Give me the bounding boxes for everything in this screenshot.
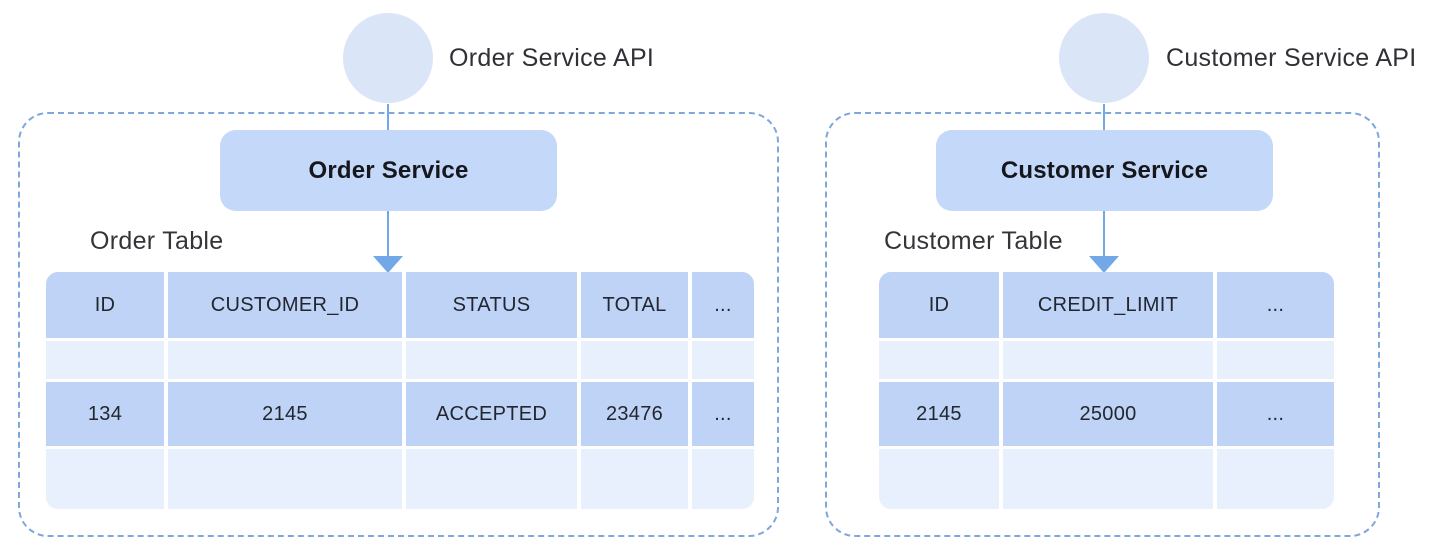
order-arrow-down-icon [373, 256, 403, 273]
empty-cell [1003, 341, 1213, 379]
column-header-cell: TOTAL [581, 272, 688, 338]
data-cell: 2145 [168, 382, 402, 446]
order-api-endpoint-circle [343, 13, 433, 103]
order-service-box-label: Order Service [308, 156, 469, 184]
order-api-label: Order Service API [449, 44, 655, 72]
customer-connector-line-bottom [1103, 211, 1105, 257]
customer-service-boundary [825, 112, 1380, 537]
data-cell: 25000 [1003, 382, 1213, 446]
order-connector-line-top [387, 104, 389, 132]
empty-cell [168, 449, 402, 509]
data-cell: ... [692, 382, 754, 446]
data-cell: 23476 [581, 382, 688, 446]
customer-service-box-label: Customer Service [1000, 156, 1209, 184]
empty-cell [406, 341, 577, 379]
data-cell: 2145 [879, 382, 999, 446]
empty-cell [692, 341, 754, 379]
order-service-boundary [18, 112, 779, 537]
column-header-cell: STATUS [406, 272, 577, 338]
data-cell: ... [1217, 382, 1334, 446]
customer-table-label: Customer Table [884, 227, 1063, 255]
empty-cell [879, 341, 999, 379]
customer-api-endpoint-circle [1059, 13, 1149, 103]
customer-service-box: Customer Service [936, 130, 1273, 211]
empty-cell [581, 341, 688, 379]
empty-cell [406, 449, 577, 509]
order-table-label: Order Table [90, 227, 224, 255]
column-header-cell: CUSTOMER_ID [168, 272, 402, 338]
column-header-cell: ID [879, 272, 999, 338]
column-header-cell: ... [1217, 272, 1334, 338]
data-cell: ACCEPTED [406, 382, 577, 446]
customer-api-label: Customer Service API [1166, 44, 1417, 72]
empty-cell [581, 449, 688, 509]
empty-cell [692, 449, 754, 509]
customer-arrow-down-icon [1089, 256, 1119, 273]
column-header-cell: ID [46, 272, 164, 338]
data-cell: 134 [46, 382, 164, 446]
order-service-box: Order Service [220, 130, 557, 211]
column-header-cell: CREDIT_LIMIT [1003, 272, 1213, 338]
empty-cell [46, 341, 164, 379]
empty-cell [168, 341, 402, 379]
column-header-cell: ... [692, 272, 754, 338]
empty-cell [1217, 449, 1334, 509]
empty-cell [1003, 449, 1213, 509]
empty-cell [1217, 341, 1334, 379]
order-connector-line-bottom [387, 211, 389, 257]
empty-cell [879, 449, 999, 509]
empty-cell [46, 449, 164, 509]
customer-connector-line-top [1103, 104, 1105, 132]
